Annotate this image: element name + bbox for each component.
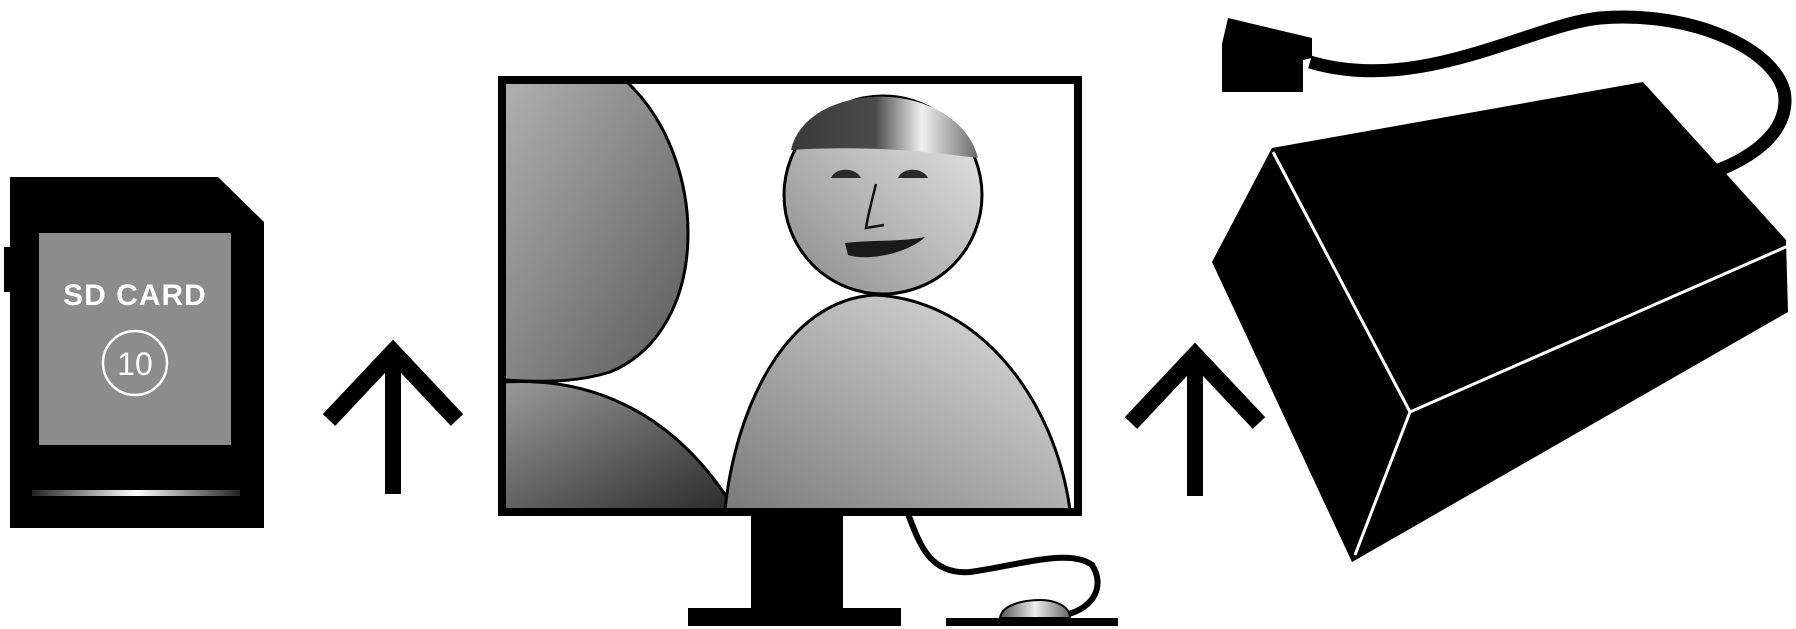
monitor-icon bbox=[502, 80, 1078, 626]
sd-card-contact-strip bbox=[32, 490, 240, 496]
up-arrow-icon bbox=[329, 352, 457, 494]
mouse-cable bbox=[908, 514, 1098, 615]
sd-card-icon: SD CARD 10 bbox=[4, 177, 264, 528]
reader-plug bbox=[1222, 18, 1312, 92]
sd-card-title: SD CARD bbox=[63, 279, 207, 312]
speed-class-number: 10 bbox=[117, 346, 153, 382]
up-arrow-icon bbox=[1131, 355, 1259, 496]
reader-body bbox=[1212, 82, 1788, 562]
monitor-stand-neck bbox=[751, 514, 843, 610]
monitor-stand-base bbox=[688, 608, 901, 626]
mouse-body bbox=[1000, 600, 1070, 618]
mouse-pad-line bbox=[946, 618, 1118, 626]
mouse-icon bbox=[908, 514, 1118, 626]
sd-card-label-area bbox=[39, 233, 231, 445]
card-reader-icon bbox=[1212, 17, 1788, 562]
